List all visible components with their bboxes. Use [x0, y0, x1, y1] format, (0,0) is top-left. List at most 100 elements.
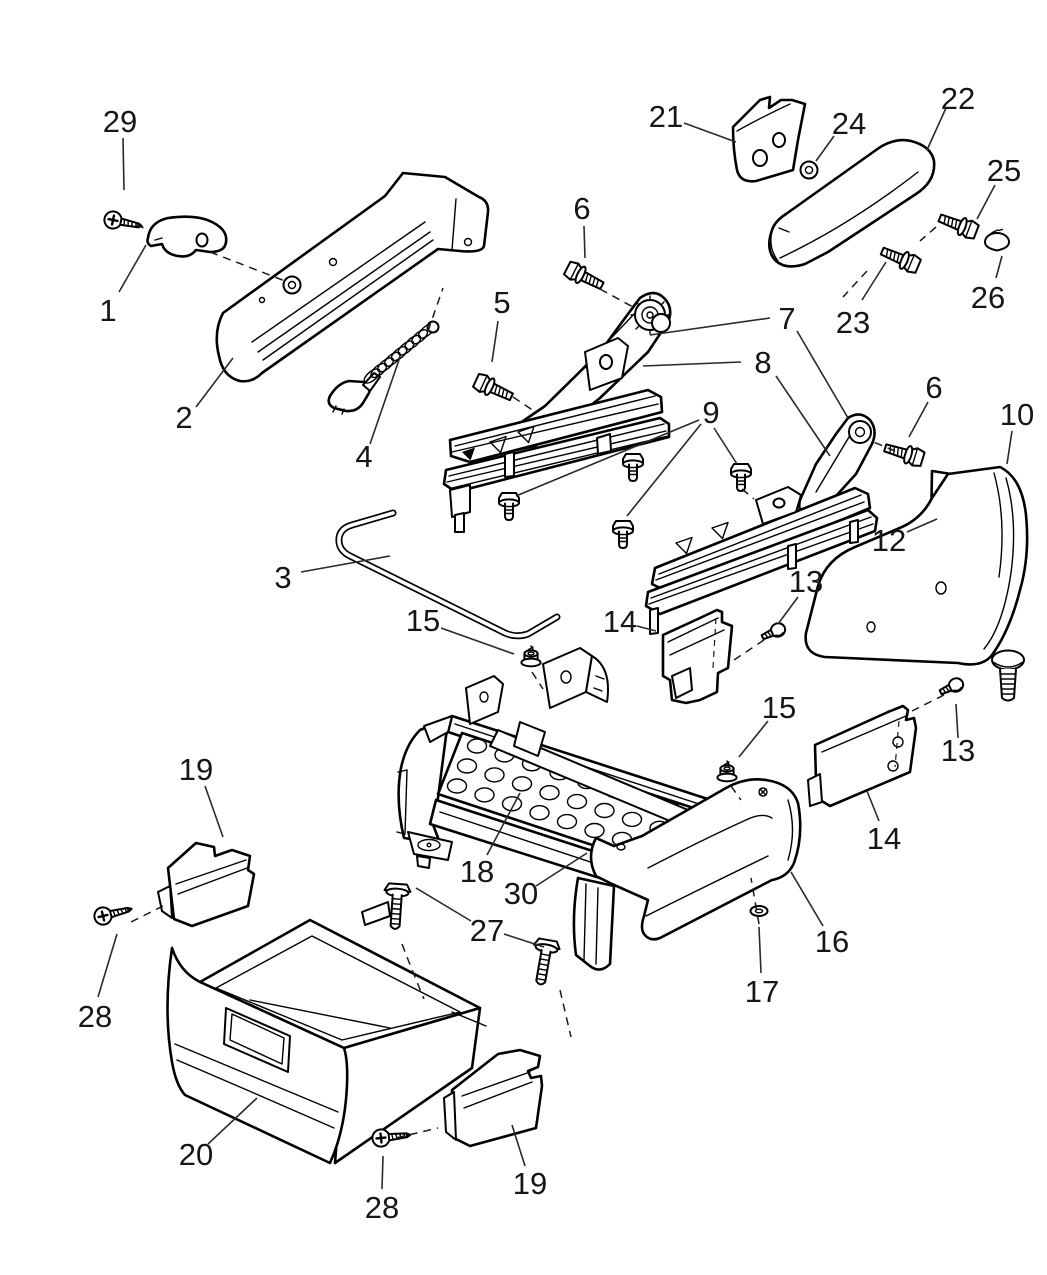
leader-line-9 — [626, 423, 702, 517]
part-16-side-support — [572, 778, 802, 971]
leader-line-25 — [976, 184, 996, 220]
leader-line-22 — [926, 107, 947, 151]
leader-line-3 — [300, 555, 391, 573]
pan-hole — [556, 813, 578, 830]
pan-hole — [594, 802, 615, 819]
screw-13-left — [758, 619, 789, 645]
leader-line-24 — [815, 135, 835, 162]
callout-label-10: 10 — [1000, 397, 1034, 432]
callout-label-27: 27 — [470, 913, 504, 948]
part-14-bracket-right — [807, 704, 918, 808]
leader-line-9 — [515, 419, 700, 497]
callout-label-3: 3 — [274, 560, 291, 595]
callout-label-13: 13 — [789, 564, 823, 599]
callout-label-5: 5 — [493, 285, 510, 320]
callout-label-30: 30 — [504, 876, 538, 911]
leader-line-1 — [118, 244, 147, 293]
leader-line-29 — [122, 137, 125, 191]
leader-line-19 — [204, 785, 224, 838]
callout-label-28: 28 — [78, 999, 112, 1034]
screw-9-a — [622, 453, 644, 482]
callout-label-14: 14 — [867, 821, 901, 856]
callout-label-7: 7 — [778, 301, 795, 336]
leader-line-6 — [583, 225, 586, 259]
part-24-washer — [799, 160, 819, 180]
part-21-bracket — [731, 95, 807, 183]
bolt-6-left — [562, 258, 608, 295]
pan-hole — [621, 811, 643, 828]
callout-label-19: 19 — [513, 1166, 547, 1201]
right-seat-track — [644, 413, 879, 635]
callout-label-21: 21 — [649, 99, 683, 134]
leader-line-18 — [486, 792, 521, 856]
screw-13-right — [936, 674, 967, 700]
leader-line-14 — [866, 790, 880, 822]
leader-line-28 — [381, 1155, 384, 1190]
callout-label-23: 23 — [836, 305, 870, 340]
leader-line-4 — [369, 356, 401, 445]
leader-line-10 — [1006, 430, 1013, 465]
screw-28-bottom — [370, 1125, 413, 1149]
pan-hole — [446, 778, 468, 794]
leader-line-27 — [415, 887, 472, 922]
part-1-handle — [146, 215, 228, 258]
part-26-cap — [984, 228, 1010, 252]
bolt-5 — [471, 371, 517, 406]
callout-label-9: 9 — [702, 395, 719, 430]
callout-label-15: 15 — [762, 690, 796, 725]
part-10-shield — [804, 465, 1029, 666]
part-19-bracket-left — [157, 841, 256, 928]
leader-line-9 — [713, 427, 738, 465]
leader-line-8 — [775, 375, 831, 457]
part-20-storage-bin — [166, 901, 487, 1165]
leader-line-13 — [777, 596, 799, 625]
leader-line-6 — [908, 401, 929, 438]
pan-hole — [584, 822, 605, 839]
bolt-6-right — [881, 438, 927, 469]
pan-hole — [456, 758, 478, 774]
pan-hole — [484, 767, 505, 783]
leader-line-13 — [955, 703, 959, 739]
pan-hole — [511, 776, 533, 792]
leader-line-17 — [758, 926, 762, 974]
callout-label-29: 29 — [103, 104, 137, 139]
leader-line-5 — [491, 320, 499, 363]
leader-line-21 — [683, 122, 737, 143]
callout-label-6: 6 — [925, 370, 942, 405]
callout-label-16: 16 — [815, 924, 849, 959]
callout-label-19: 19 — [179, 752, 213, 787]
callout-label-8: 8 — [754, 345, 771, 380]
callout-label-1: 1 — [99, 293, 116, 328]
part-4-spring-bolt — [327, 320, 440, 415]
leader-line-16 — [790, 871, 824, 927]
part-17-oring — [749, 905, 769, 917]
callout-label-4: 4 — [355, 439, 372, 474]
callout-label-18: 18 — [460, 854, 494, 889]
screw-9-b — [498, 492, 520, 521]
callout-label-20: 20 — [179, 1137, 213, 1172]
screw-9-c — [612, 520, 634, 549]
callout-label-28: 28 — [365, 1190, 399, 1225]
part-2-shield — [215, 171, 490, 383]
leader-line-23 — [861, 261, 887, 301]
leader-line-15 — [738, 720, 769, 758]
leader-line-7 — [649, 317, 771, 336]
callout-label-14: 14 — [603, 604, 637, 639]
bolt-27-right — [526, 936, 562, 988]
callout-label-22: 22 — [941, 81, 975, 116]
leader-line-20 — [207, 1097, 258, 1145]
part-14-bracket-left — [661, 608, 734, 705]
callout-label-12: 12 — [872, 523, 906, 558]
callout-label-2: 2 — [175, 400, 192, 435]
bolt-25 — [935, 208, 981, 242]
pan-hole — [474, 787, 495, 803]
callout-label-13: 13 — [941, 733, 975, 768]
assembly-dash-lines — [130, 224, 945, 1139]
screw-9-d — [730, 463, 752, 492]
bolt-23 — [877, 241, 923, 276]
callout-label-24: 24 — [832, 106, 866, 141]
leader-line-30 — [535, 852, 588, 887]
